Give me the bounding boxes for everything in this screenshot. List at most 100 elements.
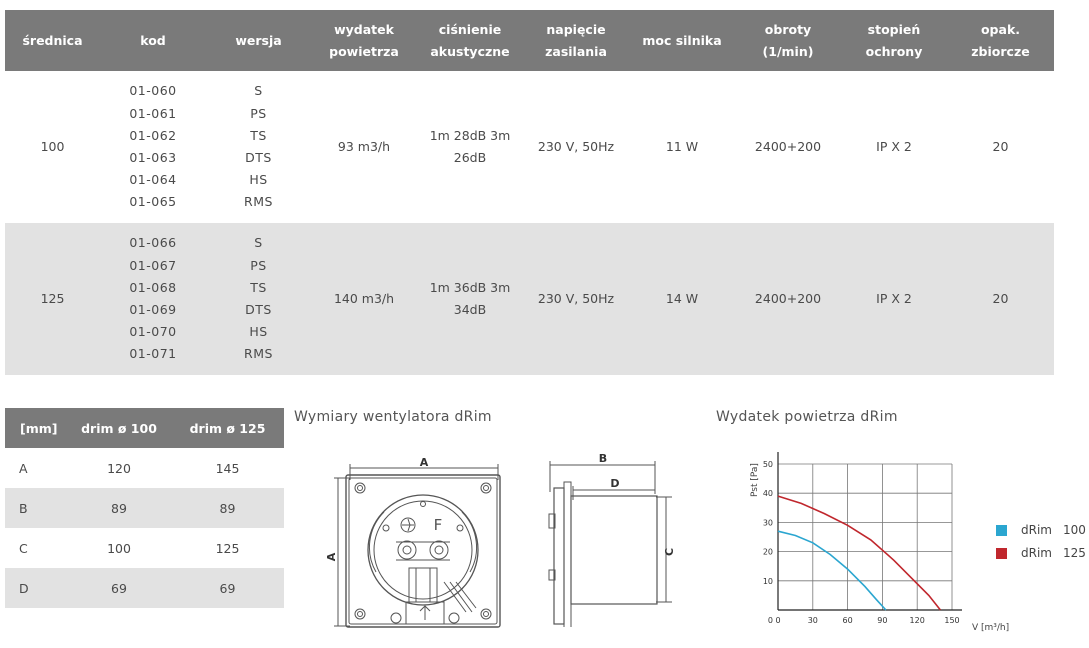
code-item: 01-069 [129, 302, 177, 317]
code-item: 01-065 [129, 194, 177, 210]
version-item: S [254, 235, 263, 251]
chart-y-axis-label: Pst [Pa] [750, 463, 760, 497]
dimensions-table: [mm] drim ø 100 drim ø 125 A 120 145 B 8… [5, 408, 284, 608]
origin-tick-label: 0 [768, 616, 773, 625]
version-item: S [254, 83, 263, 99]
x-tick-label: 120 [910, 616, 925, 625]
table-row: 100 01-060 01-061 01-062 01-063 01-064 0… [5, 71, 1054, 223]
fan-front-drawing: A A F [326, 456, 501, 628]
version-item: PS [250, 257, 267, 273]
header-noise: ciśnienie akustyczne [430, 21, 510, 59]
code-item: 01-071 [129, 346, 177, 362]
code-item: 01-061 [129, 105, 177, 121]
dim-value-125: 125 [215, 540, 240, 556]
header-drim-100: drim ø 100 [81, 420, 157, 436]
code-item: 01-067 [129, 257, 177, 273]
code-item: 01-066 [129, 235, 177, 251]
version-item: TS [250, 279, 267, 295]
version-item: DTS [245, 302, 272, 317]
code-item: 01-060 [129, 83, 177, 99]
legend-label: dRim [1021, 546, 1052, 560]
dim-label: B [19, 500, 28, 516]
spec-table-header: średnica kod wersja wydatek powietrza ci… [5, 10, 1054, 71]
cell-noise: 1m 36dB 3m 34dB [429, 280, 511, 317]
table-row: D 69 69 [5, 568, 284, 608]
dimension-d-label: D [610, 477, 619, 490]
cell-noise: 1m 28dB 3m 26dB [429, 128, 511, 165]
header-voltage: napięcie zasilania [545, 21, 607, 59]
spec-table: średnica kod wersja wydatek powietrza ci… [5, 10, 1054, 375]
header-rpm: obroty (1/min) [762, 21, 814, 59]
legend-swatch [996, 547, 1007, 559]
chart-x-axis-label: V [m³/h] [972, 623, 1009, 633]
dim-value-100: 100 [107, 540, 131, 556]
header-protection: stopień ochrony [865, 21, 923, 59]
version-item: RMS [244, 194, 273, 210]
header-diameter: średnica [22, 32, 83, 48]
cell-versions: S PS TS DTS HS RMS [206, 71, 311, 223]
x-tick-label: 0 [775, 616, 780, 625]
airflow-chart-title: Wydatek powietrza dRim [716, 409, 898, 425]
cell-airflow: 93 m3/h [337, 139, 391, 154]
header-version: wersja [235, 32, 282, 48]
code-item: 01-063 [129, 150, 177, 165]
header-power: moc silnika [642, 32, 722, 48]
dim-label: A [19, 460, 28, 476]
version-item: HS [249, 324, 268, 340]
legend-size: 100 [1063, 523, 1086, 537]
legend-item-drim-100: dRim 100 [996, 523, 1086, 537]
header-package: opak. zbiorcze [971, 21, 1030, 59]
series-line-0 [777, 530, 887, 611]
chart-axes [777, 452, 962, 611]
y-tick-label: 20 [763, 548, 773, 557]
dimension-a-label: A [420, 456, 429, 469]
dim-label: D [19, 580, 29, 596]
legend-swatch [996, 524, 1007, 536]
cell-protection: IP X 2 [876, 291, 912, 306]
cell-power: 14 W [665, 291, 699, 306]
cell-protection: IP X 2 [876, 139, 912, 154]
dim-value-100: 69 [111, 580, 127, 596]
cell-rpm: 2400+200 [754, 139, 822, 154]
y-tick-label: 40 [763, 489, 773, 498]
cell-codes: 01-066 01-067 01-068 01-069 01-070 01-07… [100, 223, 206, 375]
header-code: kod [140, 32, 166, 48]
version-item: TS [250, 127, 267, 143]
cell-airflow: 140 m3/h [333, 291, 395, 306]
x-tick-label: 30 [808, 616, 818, 625]
x-tick-label: 90 [877, 616, 887, 625]
legend-item-drim-125: dRim 125 [996, 546, 1086, 560]
dim-value-100: 120 [107, 460, 131, 476]
legend-label: dRim [1021, 523, 1052, 537]
table-row: C 100 125 [5, 528, 284, 568]
x-tick-label: 150 [944, 616, 959, 625]
cell-package: 20 [992, 139, 1009, 154]
x-tick-label: 60 [843, 616, 853, 625]
code-item: 01-068 [129, 279, 177, 295]
y-tick-label: 50 [763, 460, 773, 469]
version-item: HS [249, 172, 268, 188]
chart-series [777, 495, 942, 611]
cell-voltage: 230 V, 50Hz [537, 139, 615, 154]
version-item: PS [250, 105, 267, 121]
table-row: B 89 89 [5, 488, 284, 528]
table-row: 125 01-066 01-067 01-068 01-069 01-070 0… [5, 223, 1054, 375]
dimensions-drawing-title: Wymiary wentylatora dRim [294, 409, 492, 425]
dimension-a-side-label: A [326, 552, 338, 561]
cell-diameter: 100 [40, 139, 65, 154]
header-airflow: wydatek powietrza [329, 21, 399, 59]
dim-value-125: 145 [215, 460, 240, 476]
code-item: 01-070 [129, 324, 177, 340]
table-row: A 120 145 [5, 448, 284, 488]
y-tick-label: 30 [763, 518, 773, 527]
code-item: 01-064 [129, 172, 177, 188]
fan-side-drawing: B D C [548, 452, 676, 627]
cell-codes: 01-060 01-061 01-062 01-063 01-064 01-06… [100, 71, 206, 223]
series-line-1 [777, 495, 942, 611]
header-unit: [mm] [20, 420, 58, 436]
header-drim-125: drim ø 125 [189, 420, 266, 436]
cell-package: 20 [992, 291, 1009, 306]
dim-value-100: 89 [111, 500, 127, 516]
